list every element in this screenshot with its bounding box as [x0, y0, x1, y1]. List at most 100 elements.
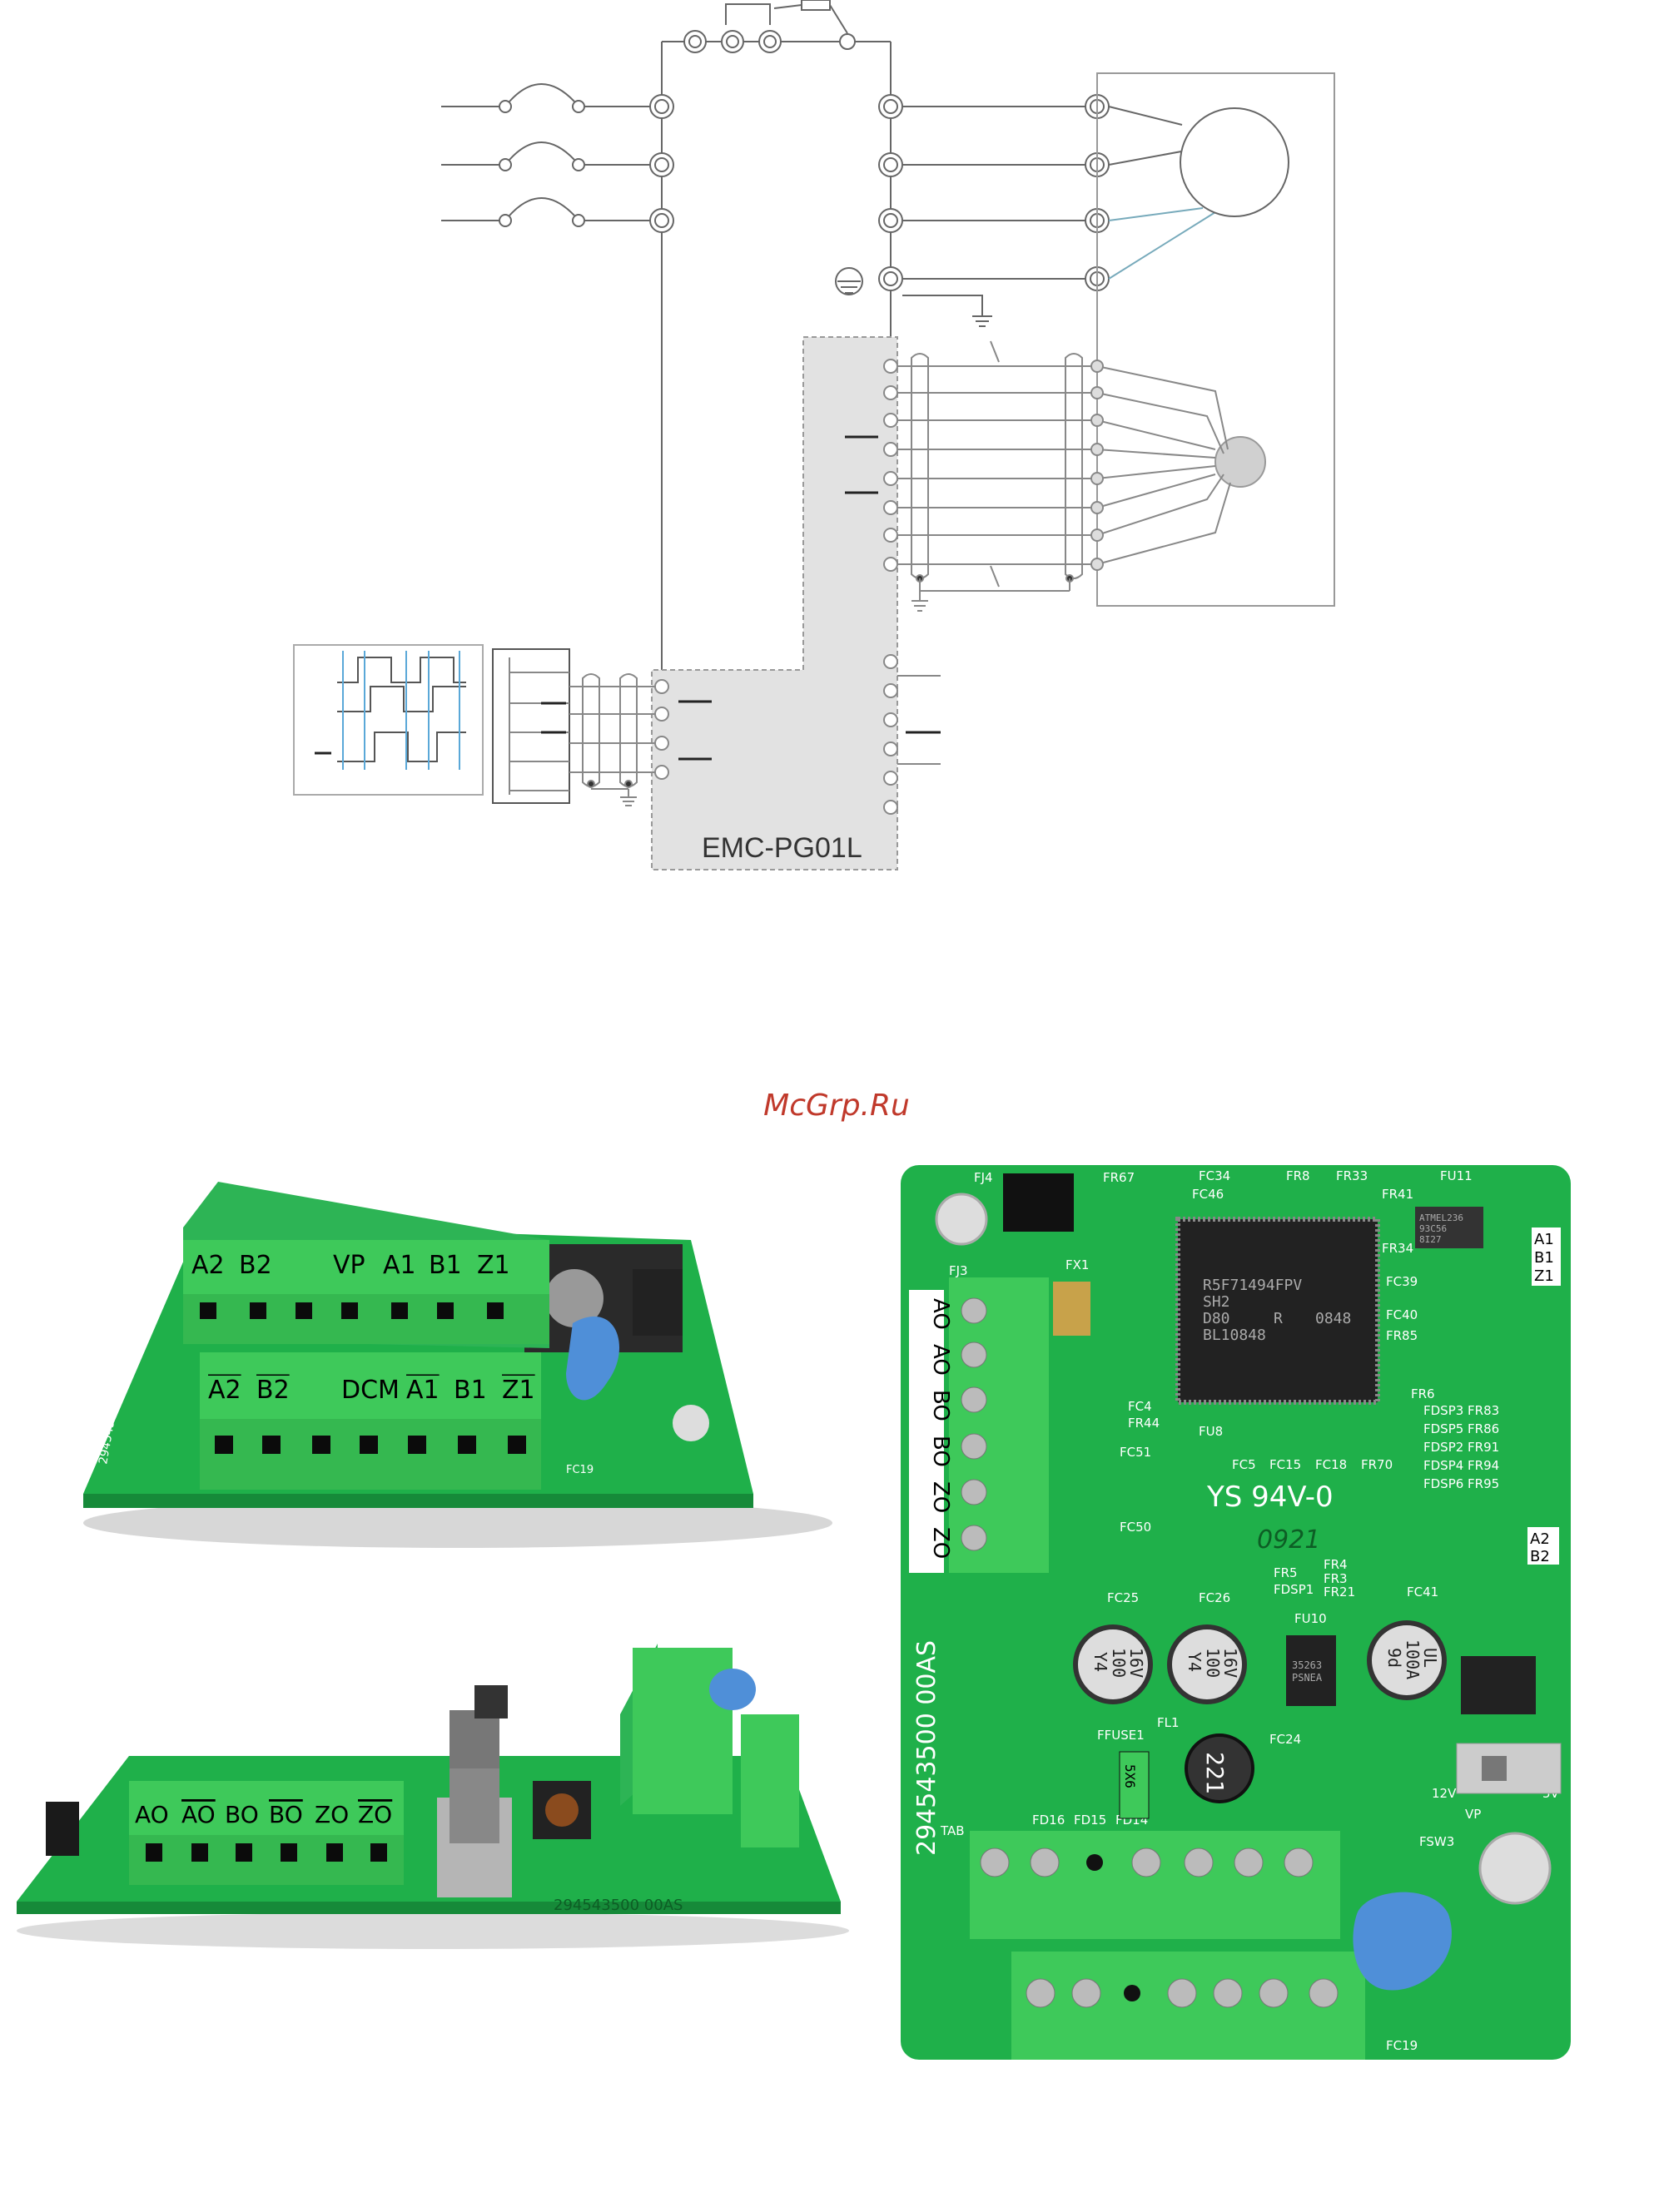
module-label: EMC-PG01L [702, 832, 862, 864]
module-short-lines [678, 435, 941, 761]
svg-text:FDSP2 FR91: FDSP2 FR91 [1423, 1440, 1499, 1455]
svg-text:16V: 16V [1126, 1648, 1146, 1678]
svg-text:TAB: TAB [940, 1823, 965, 1838]
svg-text:A1: A1 [406, 1376, 440, 1405]
board-silkscreen: FJ4 FR67 FC34 FR8 FR33 FU11 FC46 FR41 FR… [940, 1168, 1560, 2053]
svg-text:FDSP4 FR94: FDSP4 FR94 [1423, 1458, 1499, 1473]
svg-text:FJ4: FJ4 [974, 1170, 993, 1185]
bottom-left-terminal-holes [146, 1843, 387, 1862]
cap-markings: Y4 100 16V Y4 100 16V 9d 100A UL [1090, 1639, 1440, 1679]
watermark: McGrp.Ru [763, 1089, 910, 1123]
encoder-symbol [1214, 436, 1266, 488]
svg-text:FU11: FU11 [1440, 1168, 1473, 1183]
svg-text:VP: VP [1465, 1807, 1481, 1822]
svg-text:FU10: FU10 [1294, 1611, 1327, 1626]
waveform-box [293, 644, 484, 796]
pulse-source-dashes [541, 702, 566, 734]
svg-text:FC50: FC50 [1120, 1520, 1151, 1535]
terminal-block-lower [200, 1352, 541, 1490]
svg-text:AO: AO [928, 1298, 953, 1330]
svg-text:ZO: ZO [358, 1801, 392, 1828]
module-input-terminals [654, 679, 669, 780]
svg-text:BO: BO [928, 1436, 953, 1467]
module-terminal-column-lower [883, 654, 941, 815]
bottom-left-terminal-labels: AO AO BO BO ZO ZO [135, 1801, 392, 1828]
svg-text:B2: B2 [239, 1251, 272, 1280]
svg-text:FJ3: FJ3 [949, 1263, 968, 1278]
svg-text:ZO: ZO [928, 1481, 953, 1513]
svg-text:FD16: FD16 [1032, 1813, 1065, 1828]
main-breakers [441, 83, 652, 227]
photo-top-left: A2 B2 VP A1 B1 Z1 A2 B2 DCM A1 B1 Z1 [83, 1182, 832, 1548]
svg-text:FC39: FC39 [1386, 1274, 1418, 1289]
svg-text:FC46: FC46 [1192, 1187, 1224, 1202]
svg-text:B2: B2 [1530, 1548, 1550, 1565]
terminal-block-upper-labels: A2 B2 VP A1 B1 Z1 [191, 1251, 510, 1280]
svg-text:YS 94V-0: YS 94V-0 [1206, 1480, 1334, 1514]
waveform-markers [342, 651, 460, 770]
svg-text:93C56: 93C56 [1419, 1223, 1447, 1234]
svg-text:FR67: FR67 [1103, 1170, 1135, 1185]
bottom-left-edge-print: 294543500 00AS [554, 1897, 683, 1914]
svg-text:B1: B1 [1534, 1249, 1554, 1267]
encoder-harness [891, 340, 1231, 612]
svg-text:Z1: Z1 [502, 1376, 535, 1405]
svg-text:AO: AO [181, 1801, 216, 1828]
svg-text:35263: 35263 [1292, 1659, 1322, 1671]
motor-symbol [1180, 107, 1289, 217]
svg-text:FR44: FR44 [1128, 1416, 1160, 1431]
svg-text:100: 100 [1203, 1648, 1223, 1678]
svg-text:AO: AO [135, 1801, 169, 1828]
svg-text:FFUSE1: FFUSE1 [1097, 1728, 1145, 1743]
board-bottom-terminal-block-1 [970, 1831, 1340, 1939]
svg-text:FR6: FR6 [1411, 1386, 1435, 1401]
svg-text:FR4: FR4 [1324, 1557, 1348, 1572]
svg-text:FR3: FR3 [1324, 1571, 1348, 1586]
svg-text:FC18: FC18 [1315, 1457, 1347, 1472]
svg-text:FC26: FC26 [1199, 1590, 1230, 1605]
svg-text:ATMEL236: ATMEL236 [1419, 1213, 1463, 1223]
waveform-traces [315, 657, 466, 762]
fu10-ic-text: 35263 PSNEA [1292, 1659, 1323, 1684]
svg-text:FL1: FL1 [1157, 1715, 1180, 1730]
motor-terminals [1085, 72, 1335, 607]
svg-text:FSW3: FSW3 [1419, 1834, 1454, 1849]
board-left-terminal-labels: AO AO BO BO ZO ZO [909, 1290, 953, 1573]
svg-text:12V: 12V [1432, 1786, 1457, 1801]
board-right-labels: A1 B1 Z1 A2 B2 [1527, 1228, 1561, 1565]
y-capacitor [1353, 1892, 1452, 1991]
mcu-chip [1175, 1217, 1380, 1405]
svg-text:BO: BO [225, 1801, 259, 1828]
svg-text:FDSP6 FR95: FDSP6 FR95 [1423, 1476, 1499, 1491]
svg-text:FU8: FU8 [1199, 1424, 1223, 1439]
svg-text:FR21: FR21 [1324, 1585, 1355, 1599]
svg-text:D80: D80 [1203, 1310, 1230, 1327]
svg-text:Z1: Z1 [477, 1251, 510, 1280]
svg-text:FC24: FC24 [1269, 1732, 1301, 1747]
svg-text:FR5: FR5 [1274, 1565, 1298, 1580]
board-bottom-terminal-block-2 [1011, 1952, 1365, 2060]
svg-text:R5F71494FPV: R5F71494FPV [1203, 1277, 1302, 1294]
bottom-left-terminal-block [129, 1781, 404, 1885]
svg-text:PSNEA: PSNEA [1292, 1672, 1323, 1684]
svg-text:Y4: Y4 [1185, 1652, 1205, 1672]
svg-text:294543500 00AS: 294543500 00AS [912, 1640, 941, 1856]
svg-text:BO: BO [269, 1801, 303, 1828]
svg-text:FC25: FC25 [1107, 1590, 1139, 1605]
photo-board: R5F71494FPV SH2 D80 R 0848 BL10848 ATMEL… [901, 1165, 1571, 2060]
svg-text:FDSP5 FR86: FDSP5 FR86 [1423, 1421, 1499, 1436]
svg-text:FDSP3 FR83: FDSP3 FR83 [1423, 1403, 1499, 1418]
svg-text:FD15: FD15 [1074, 1813, 1106, 1828]
drive-input-terminals [649, 94, 674, 233]
electrolytic-caps [1073, 1620, 1447, 1704]
svg-text:A2: A2 [191, 1251, 225, 1280]
svg-text:FR41: FR41 [1382, 1187, 1413, 1202]
svg-text:FR33: FR33 [1336, 1168, 1368, 1183]
svg-text:Z1: Z1 [1534, 1267, 1554, 1285]
svg-text:FC15: FC15 [1269, 1457, 1301, 1472]
svg-text:FR8: FR8 [1286, 1168, 1310, 1183]
svg-text:ZO: ZO [315, 1801, 349, 1828]
svg-text:FC4: FC4 [1128, 1399, 1152, 1414]
drive-output-terminals [835, 94, 1086, 327]
svg-text:FR34: FR34 [1382, 1241, 1413, 1256]
